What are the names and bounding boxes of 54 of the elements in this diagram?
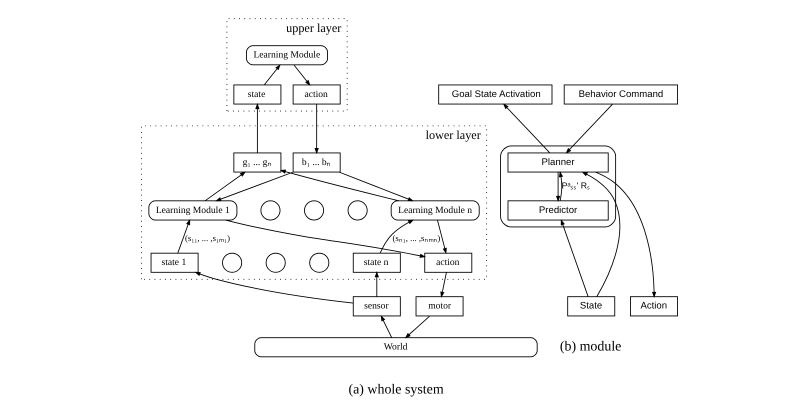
arrow	[215, 172, 294, 202]
arrow	[595, 172, 656, 298]
node-box: Behavior Command	[564, 84, 678, 105]
arrow	[255, 102, 260, 154]
edge-label: (sₙ₁, ... ,sₙₘₙ)	[392, 232, 440, 243]
arrow	[566, 104, 613, 154]
node-box: Goal State Activation	[438, 84, 552, 105]
node-box: state 1	[150, 252, 199, 273]
node-box: action	[292, 84, 341, 105]
arrow	[380, 219, 414, 254]
edge-label: Pᵃₛₛ' Rₛ	[562, 180, 590, 191]
arrow	[280, 170, 400, 202]
node-circle	[348, 200, 368, 220]
edge-label: (s₁₁, ... ,s₁ₘ₁)	[185, 232, 230, 243]
node-box: state n	[352, 252, 401, 273]
node-circle	[266, 252, 286, 273]
arrow	[264, 64, 281, 86]
node-box: state	[233, 84, 282, 105]
node-box: motor	[416, 296, 464, 316]
label: (a) whole system	[348, 382, 444, 398]
node-circle	[222, 252, 242, 273]
arrow	[440, 272, 447, 298]
node-box: Predictor	[508, 200, 609, 220]
arrow	[225, 220, 426, 258]
arrow	[294, 64, 311, 86]
node-box: Learning Module n	[390, 200, 480, 220]
node-box: b₁ ... bₙ	[292, 152, 341, 172]
node-box: Action	[630, 296, 678, 316]
arrow	[560, 219, 589, 297]
node-box: World	[254, 337, 538, 358]
arrow	[502, 103, 550, 154]
arrow	[558, 170, 564, 202]
node-circle	[304, 200, 324, 220]
arrow	[204, 172, 246, 202]
node-box: Planner	[508, 152, 609, 172]
node-box: Learning Module 1	[148, 200, 238, 220]
label: (b) module	[560, 340, 622, 355]
arrow	[581, 172, 620, 298]
arrow	[374, 271, 379, 297]
arrow	[338, 172, 414, 202]
arrow	[380, 315, 392, 338]
arrow	[194, 272, 354, 304]
node-box: State	[567, 296, 616, 316]
node-box: g₁ ... gₙ	[233, 152, 282, 172]
arrow	[437, 220, 447, 254]
node-box: action	[424, 252, 472, 273]
node-box: Learning Module	[246, 45, 328, 66]
node-circle	[309, 252, 330, 273]
arrow	[177, 218, 190, 254]
arrow	[314, 104, 319, 154]
node-circle	[260, 200, 280, 220]
arrow	[404, 316, 430, 338]
node-box: sensor	[352, 296, 401, 316]
arrow	[556, 172, 560, 202]
